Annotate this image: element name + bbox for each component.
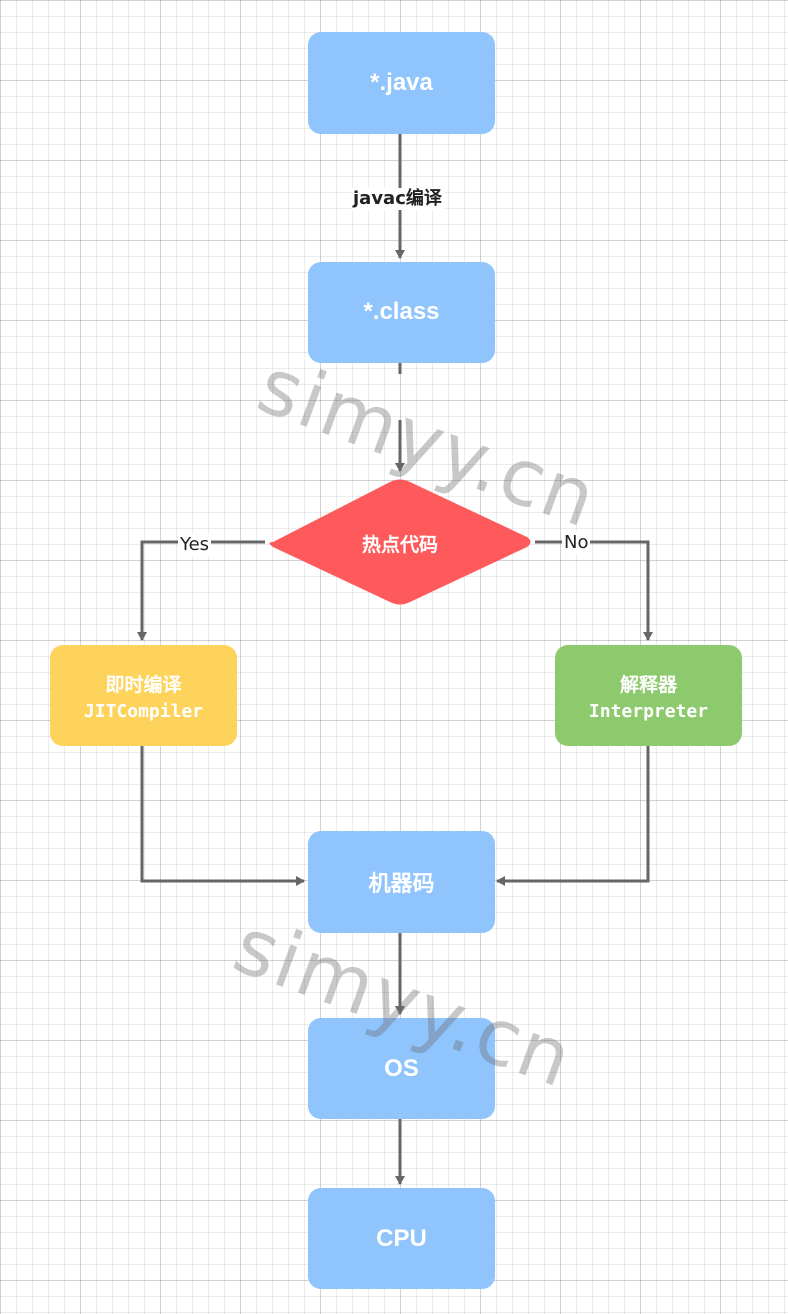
javac-edge-label: javac编译	[351, 188, 444, 210]
hotspot-label: 热点代码	[361, 535, 438, 556]
cpu-label: CPU	[376, 1224, 427, 1252]
hotspot-diamond-shape	[269, 479, 531, 605]
class-file-node: *.class	[308, 262, 495, 363]
edge-interpreter-to-machine-code	[496, 746, 650, 886]
edge-yes-to-jit	[137, 540, 265, 641]
jit-compiler-label-cn: 即时编译	[105, 674, 182, 696]
cpu-node: CPU	[308, 1188, 495, 1289]
jit-compiler-node: 即时编译 JITCompiler	[50, 645, 237, 746]
interpreter-label-cn: 解释器	[619, 674, 677, 696]
class-file-label: *.class	[363, 297, 440, 325]
edge-no-to-interpreter	[535, 540, 653, 641]
jit-compiler-label-en: JITCompiler	[83, 700, 204, 722]
interpreter-node: 解释器 Interpreter	[555, 645, 742, 746]
machine-code-label: 机器码	[368, 871, 435, 896]
yes-edge-label: Yes	[178, 534, 212, 556]
os-node: OS	[308, 1018, 495, 1119]
edge-jit-to-machine-code	[140, 746, 305, 886]
java-source-node: *.java	[308, 32, 495, 134]
interpreter-label-en: Interpreter	[588, 700, 709, 722]
java-source-label: *.java	[370, 69, 433, 96]
machine-code-node: 机器码	[308, 831, 495, 933]
no-edge-label: No	[562, 532, 591, 554]
os-label: OS	[384, 1054, 419, 1082]
